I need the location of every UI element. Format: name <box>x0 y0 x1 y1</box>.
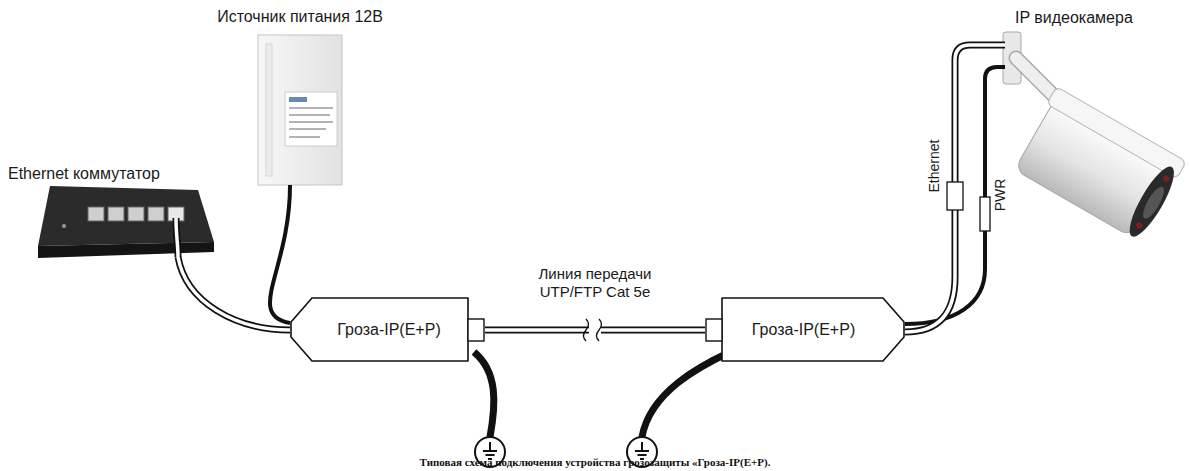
switch-illustration <box>38 186 214 246</box>
camera-illustration <box>1135 221 1143 229</box>
figure-caption: Типовая схема подключения устройства гро… <box>420 456 771 469</box>
camera-illustration <box>1010 87 1187 243</box>
camera-illustration <box>1016 58 1058 100</box>
cable-connector <box>270 185 290 323</box>
power-supply-illustration <box>289 97 307 102</box>
cable-core <box>178 257 290 330</box>
switch-illustration <box>128 207 144 221</box>
figure-caption-holder: Типовая схема подключения устройства гро… <box>420 456 771 469</box>
switch-illustration <box>176 218 178 257</box>
ground-symbol <box>486 454 495 456</box>
device-name: Гроза-IP(E+P) <box>752 320 855 339</box>
cable-outline <box>178 257 290 330</box>
rj45-connector <box>468 319 484 341</box>
cable-connector-plug <box>947 182 963 210</box>
signal-label: PWR <box>992 179 1008 212</box>
power-supply-illustration <box>289 136 320 138</box>
line-break-mark <box>584 319 589 341</box>
power-supply-illustration <box>289 107 333 109</box>
surge-protector: Гроза-IP(E+P) <box>705 297 905 362</box>
switch-illustration <box>38 186 214 258</box>
switch-illustration <box>148 207 164 221</box>
cable-connector <box>905 45 1005 332</box>
device-body <box>291 298 468 361</box>
ground-wire <box>642 352 730 437</box>
ground-symbol <box>638 454 647 456</box>
device-label: Ethernet коммутатор <box>8 164 160 183</box>
cable-connector <box>485 319 705 341</box>
power-supply-illustration <box>258 35 342 185</box>
signal-label: Ethernet <box>926 140 942 193</box>
line-label-holder: Линия передачи UTP/FTP Cat 5e <box>531 265 659 301</box>
device-label: IP видеокамера <box>1015 8 1133 27</box>
switch-illustration <box>108 207 124 221</box>
power-supply-illustration <box>289 114 330 116</box>
signal-label-holder: Ethernet <box>926 140 942 193</box>
ground-symbol <box>483 450 497 452</box>
ip-camera: IP видеокамера <box>1005 5 1185 285</box>
ground-wire <box>474 352 494 437</box>
camera-illustration <box>1139 184 1167 221</box>
switch-illustration <box>176 218 178 257</box>
power-supply-illustration <box>289 121 333 123</box>
cable-connector <box>178 257 290 330</box>
signal-label-holder: PWR <box>992 179 1008 212</box>
camera-illustration <box>1047 87 1187 179</box>
ground-wire <box>474 352 730 437</box>
ground-symbol <box>489 442 491 451</box>
surge-protector: Гроза-IP(E+P) <box>290 297 485 362</box>
device-label: Источник питания 12В <box>217 7 383 26</box>
line-break-mark <box>597 319 602 341</box>
power-wire <box>270 185 290 323</box>
switch-illustration <box>38 242 214 258</box>
cable-outline <box>905 45 1005 332</box>
switch-illustration <box>88 207 104 221</box>
ethernet-switch: Ethernet коммутатор <box>8 162 213 257</box>
cable-connector-plug <box>980 197 990 231</box>
device-name: Гроза-IP(E+P) <box>337 320 440 339</box>
ground-symbol <box>641 442 643 451</box>
camera-illustration <box>1016 58 1058 100</box>
device-body <box>722 298 904 361</box>
switch-illustration <box>62 224 66 228</box>
ground-symbol <box>635 450 649 452</box>
camera-illustration <box>1122 161 1181 241</box>
rj45-connector <box>706 319 722 341</box>
power-supply-illustration <box>289 128 326 130</box>
camera-illustration <box>1162 175 1170 183</box>
power-supply-illustration <box>285 92 337 146</box>
power-supply: Источник питания 12В <box>200 5 400 185</box>
cable-core <box>905 45 1005 332</box>
line-label: Линия передачи UTP/FTP Cat 5e <box>531 265 659 301</box>
camera-illustration <box>1003 32 1187 243</box>
power-supply-illustration <box>258 35 342 185</box>
power-supply-illustration <box>266 44 272 176</box>
